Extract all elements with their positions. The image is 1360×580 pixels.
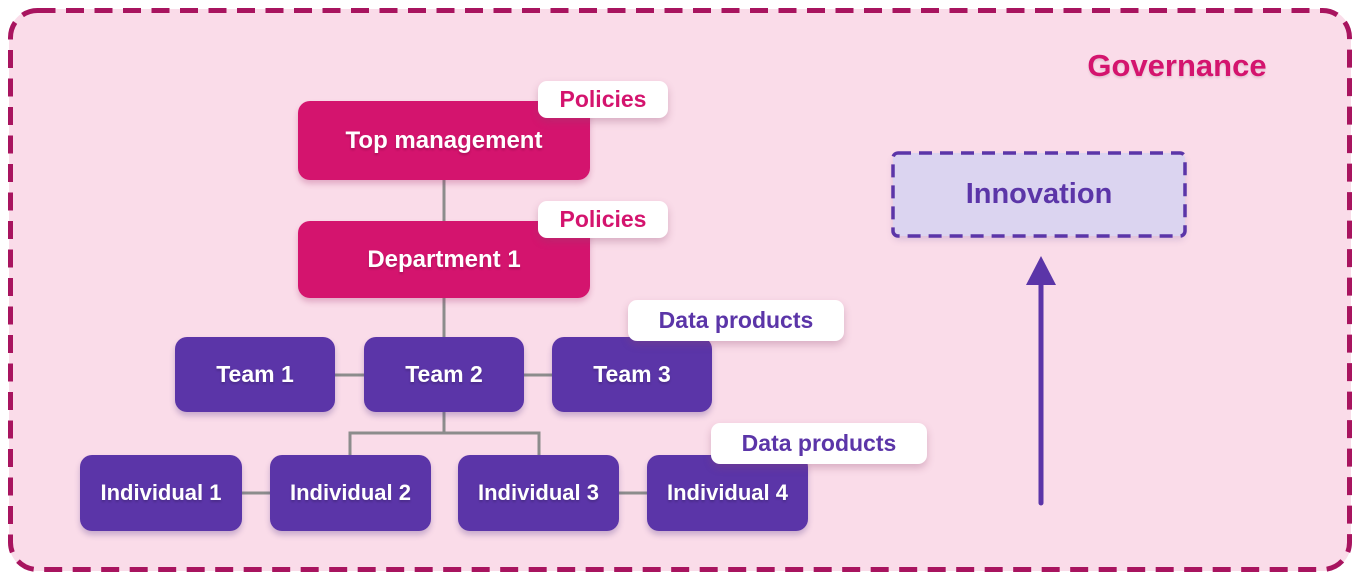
node-individual-3: Individual 3 [458,455,619,531]
tag-policies-top-management: Policies [538,81,668,118]
tag-data-products-teams: Data products [628,300,844,341]
innovation-box: Innovation [891,151,1187,238]
governance-title: Governance [1087,48,1267,83]
node-individual-2: Individual 2 [270,455,431,531]
tag-policies-department: Policies [538,201,668,238]
node-individual-4: Individual 4 [647,455,808,531]
node-individual-1: Individual 1 [80,455,242,531]
node-team-2: Team 2 [364,337,524,412]
node-team-1: Team 1 [175,337,335,412]
tag-data-products-individuals: Data products [711,423,927,464]
innovation-dashed-border [891,151,1187,238]
node-team-3: Team 3 [552,337,712,412]
